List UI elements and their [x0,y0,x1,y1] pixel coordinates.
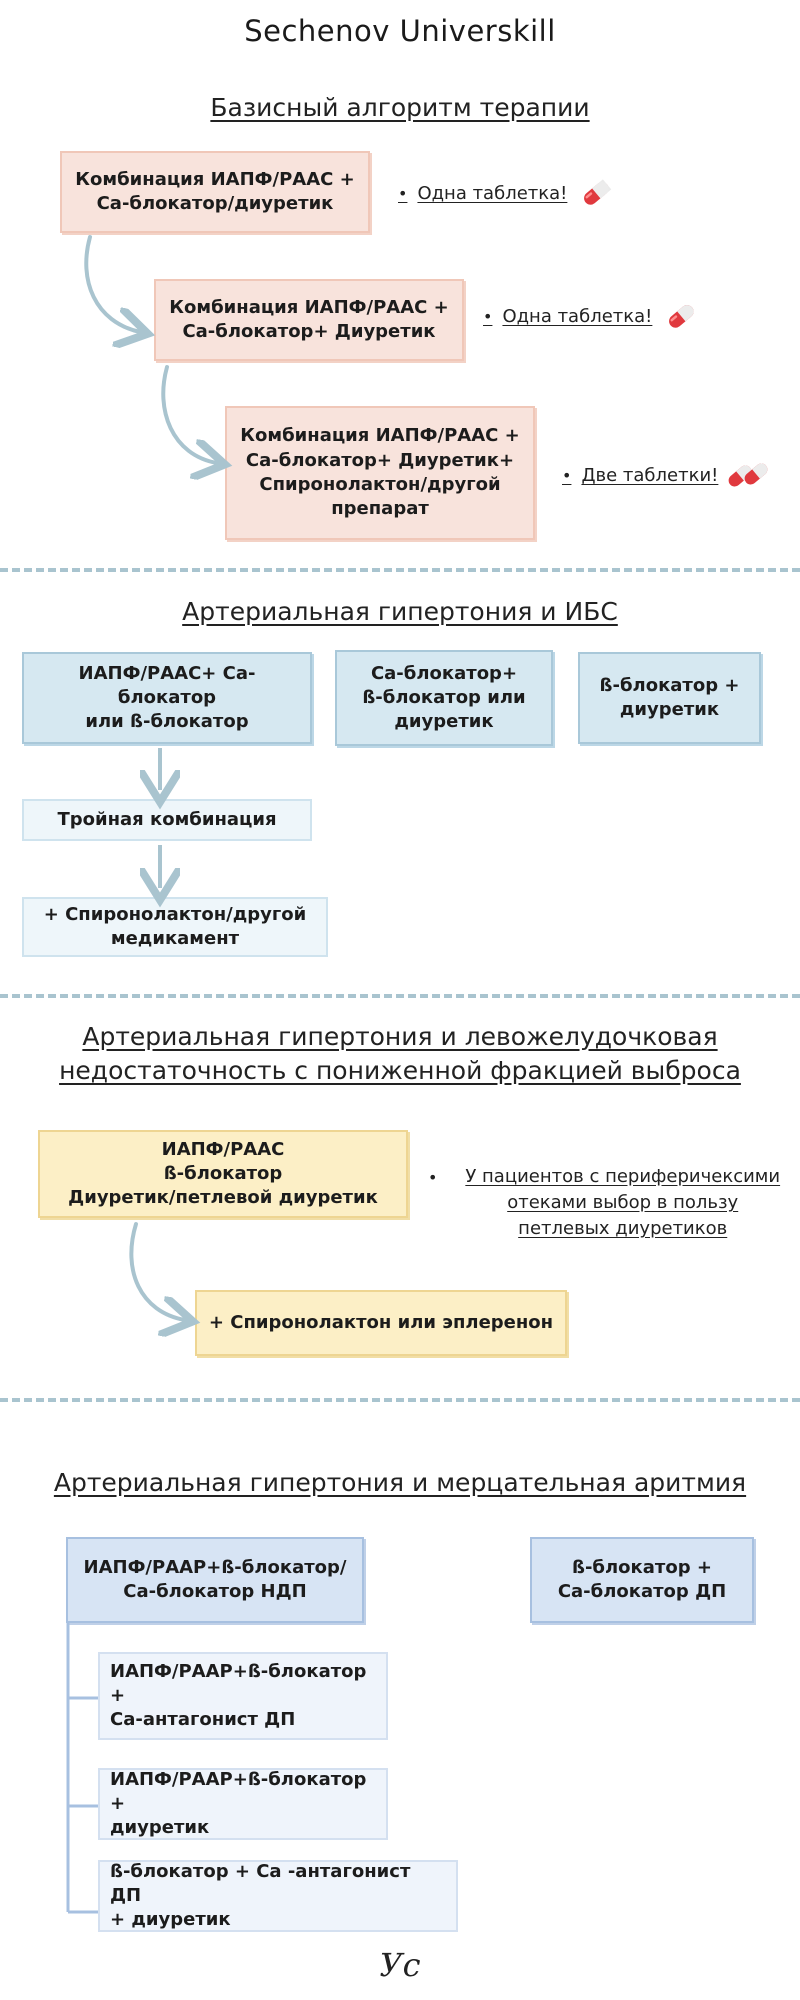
s3-heading-line1: Артериальная гипертония и левожелудочков… [82,1022,718,1051]
s1-note2: • Одна таблетка! [483,301,698,331]
s4-box4-line2: диуретик [110,1817,210,1839]
section1-heading: Базисный алгоритм терапии [210,93,590,122]
s3-note-line1: У пациентов с периферичексими [465,1166,781,1187]
footer-logo: Ус [379,1946,421,1984]
arrow-icon [84,235,140,332]
s3-note-line2: отеками выбор в пользу [507,1192,739,1214]
s1-step3-line3: Спиронолактон/другой [259,474,501,495]
s1-step1-line2: Са-блокатор/диуретик [96,193,334,214]
s4-box5-line2: + диуретик [110,1909,231,1931]
s3-box1-line3: Диуретик/петлевой диуретик [68,1187,378,1209]
bullet-icon: • [483,306,493,326]
s4-box3-line2: Са-антагонист ДП [110,1709,296,1731]
s1-step3-box: Комбинация ИАПФ/РААС + Са-блокатор+ Диур… [225,406,535,540]
s4-box1: ИАПФ/РААР+ß-блокатор/ Са-блокатор НДП [66,1537,364,1623]
s4-box2: ß-блокатор + Са-блокатор ДП [530,1537,754,1623]
s1-step1-box: Комбинация ИАПФ/РААС + Са-блокатор/диуре… [60,151,370,233]
s4-box3: ИАПФ/РААР+ß-блокатор + Са-антагонист ДП [98,1652,388,1740]
s2-box2-line3: диуретик [394,711,494,733]
s1-step3-line1: Комбинация ИАПФ/РААС + [240,425,520,447]
section2-heading: Артериальная гипертония и ИБС [182,597,618,626]
bullet-icon: • [562,465,572,485]
s2-box2-line1: Са-блокатор+ [370,662,518,684]
s3-box1-line1: ИАПФ/РААС [161,1138,285,1160]
s1-step3-line2: Са-блокатор+ Диуретик+ [245,449,515,471]
s1-step3-line4: препарат [331,498,429,520]
section4-heading: Артериальная гипертония и мерцательная а… [53,1468,747,1497]
s2-box3-line1: ß-блокатор + [599,674,740,696]
s1-note3-text: Две таблетки! [581,464,719,486]
s2-box2-line2: ß-блокатор или [362,686,526,708]
s4-box5-line1: ß-блокатор + Са -антагонист ДП [110,1860,411,1906]
s1-step2-box: Комбинация ИАПФ/РААС + Са-блокатор+ Диур… [154,279,464,361]
page-title: Sechenov Universkill [244,14,556,48]
s4-box1-line1: ИАПФ/РААР+ß-блокатор/ [83,1556,347,1578]
arrow-icon [161,365,217,463]
s2-box3-line2: диуретик [619,699,720,720]
s2-box5-line1: + Спиронолактон/другой [43,903,307,925]
s2-box1-line1: ИАПФ/РААС+ Са-блокатор [78,662,256,708]
bullet-icon: • [398,183,408,203]
s4-box4-line1: ИАПФ/РААР+ß-блокатор + [110,1768,367,1814]
s4-box1-line2: Са-блокатор НДП [123,1581,307,1602]
s2-box2: Са-блокатор+ ß-блокатор или диуретик [335,650,553,746]
s1-note3: • Две таблетки! [562,459,772,491]
s3-box1-line2: ß-блокатор [163,1162,283,1184]
s1-step2-line2: Са-блокатор+ Диуретик [182,321,436,342]
s2-box5: + Спиронолактон/другой медикамент [22,897,328,957]
s3-heading-line2: недостаточность с пониженной фракцией вы… [59,1055,741,1085]
section-divider [0,1398,800,1402]
s2-box3: ß-блокатор + диуретик [578,652,761,744]
s3-box1: ИАПФ/РААС ß-блокатор Диуретик/петлевой д… [38,1130,408,1218]
section-divider [0,994,800,998]
s3-note: • У пациентов с периферичексими отеками … [428,1164,798,1242]
pill-icon [729,463,768,487]
s4-box5: ß-блокатор + Са -антагонист ДП + диурети… [98,1860,458,1932]
s1-note1: • Одна таблетка! [398,178,613,208]
s3-note-line3: петлевых диуретиков [518,1218,728,1240]
s4-box3-line1: ИАПФ/РААР+ß-блокатор + [110,1660,367,1706]
s2-box1: ИАПФ/РААС+ Са-блокатор или ß-блокатор [22,652,312,744]
s1-step2-line1: Комбинация ИАПФ/РААС + [169,296,449,318]
s2-box1-line2: или ß-блокатор [85,711,249,733]
s1-step1-line1: Комбинация ИАПФ/РААС + [75,168,355,190]
s4-box4: ИАПФ/РААР+ß-блокатор + диуретик [98,1768,388,1840]
section3-heading: Артериальная гипертония и левожелудочков… [0,1020,800,1088]
s4-box2-line2: Са-блокатор ДП [557,1581,727,1602]
pill-icon [669,305,694,328]
s1-note1-text: Одна таблетка! [417,182,568,204]
s4-box2-line1: ß-блокатор + [572,1556,712,1578]
s1-note2-text: Одна таблетка! [502,305,653,327]
arrow-icon [129,1222,185,1320]
s2-box5-line2: медикамент [110,928,240,949]
pill-icon [584,179,612,205]
bullet-icon: • [428,1168,438,1187]
section-divider [0,568,800,572]
